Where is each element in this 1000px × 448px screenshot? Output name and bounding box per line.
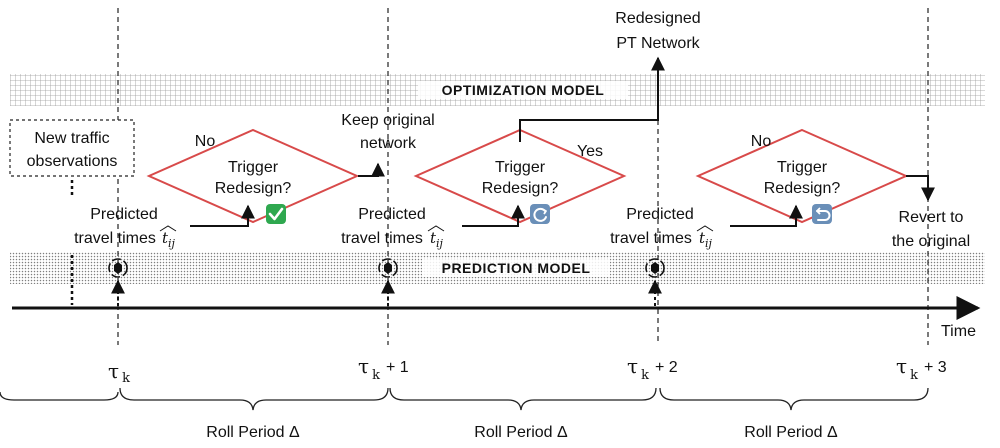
roll-period-labels: Roll Period Δ Roll Period Δ Roll Period … (206, 424, 838, 441)
outcome-redesigned-line1: Redesigned (615, 10, 700, 27)
prediction-label-1: Predicted travel times tij (74, 206, 177, 250)
outcome-redesigned: Redesigned PT Network (615, 10, 700, 52)
decision-2-input-arrow (462, 204, 525, 227)
prediction-label-2: Predicted travel times tij (341, 206, 445, 250)
decision-diamond-3 (695, 128, 909, 224)
outcome-revert-line2: the original (892, 233, 970, 250)
optimization-band-label: OPTIMIZATION MODEL (442, 82, 605, 98)
brace-period-1 (119, 387, 389, 411)
prediction-1-line2: travel times (74, 230, 156, 247)
outcome-keep: Keep original network (341, 112, 434, 152)
prediction-2-line2: travel times (341, 230, 423, 247)
time-axis: Time (12, 296, 981, 340)
decision-2-line1: Trigger (495, 159, 546, 176)
prediction-3-symbol: tij (699, 229, 713, 250)
outcome-redesigned-line2: PT Network (616, 35, 700, 52)
decision-1-line2: Redesign? (215, 180, 292, 197)
observations-line1: New traffic (34, 130, 109, 147)
decision-block-1: Trigger Redesign? No (146, 128, 385, 227)
decision-1-input-arrow (190, 204, 255, 227)
refresh-icon (530, 204, 550, 224)
prediction-3-line1: Predicted (626, 206, 694, 223)
decision-3-line2: Redesign? (764, 180, 841, 197)
decision-2-branch-label: Yes (577, 143, 603, 160)
outcome-revert-line1: Revert to (899, 209, 964, 226)
roll-period-braces (0, 387, 929, 411)
decision-2-yes-arrow (519, 56, 665, 142)
prediction-2-symbol: tij (430, 229, 444, 250)
prediction-1-symbol: tij (162, 229, 176, 250)
observations-box: New traffic observations (9, 119, 135, 305)
outcome-revert: Revert to the original (892, 209, 970, 250)
model-cycle-icon-1 (108, 258, 128, 306)
optimization-band: OPTIMIZATION MODEL (10, 74, 985, 106)
model-cycle-icon-3 (645, 258, 665, 306)
roll-period-label-2: Roll Period Δ (474, 424, 568, 441)
decision-1-line1: Trigger (228, 159, 279, 176)
decision-1-branch-label: No (195, 133, 216, 150)
decision-3-line1: Trigger (777, 159, 828, 176)
decision-1-output-arrow (358, 162, 385, 177)
roll-period-label-3: Roll Period Δ (744, 424, 838, 441)
prediction-band-label: PREDICTION MODEL (442, 260, 591, 276)
prediction-2-hat (427, 225, 445, 232)
prediction-3-line2: travel times (610, 230, 692, 247)
decision-3-branch-label: No (751, 133, 772, 150)
decision-2-line2: Redesign? (482, 180, 559, 197)
prediction-1-hat (159, 225, 177, 232)
outcome-keep-line2: network (360, 135, 417, 152)
outcome-keep-line1: Keep original (341, 112, 434, 129)
prediction-3-hat (696, 225, 714, 232)
brace-period-2 (389, 387, 657, 411)
prediction-band: PREDICTION MODEL (10, 252, 985, 284)
decision-block-2: Trigger Redesign? Yes (413, 56, 665, 227)
decision-diamond-2 (413, 128, 627, 224)
decision-3-output-arrow (906, 175, 935, 202)
roll-period-label-1: Roll Period Δ (206, 424, 300, 441)
observations-line2: observations (27, 153, 118, 170)
prediction-1-line1: Predicted (90, 206, 158, 223)
prediction-label-3: Predicted travel times tij (610, 206, 714, 250)
decision-3-input-arrow (730, 204, 803, 227)
brace-period-3 (659, 387, 929, 411)
time-axis-label: Time (941, 323, 976, 340)
undo-icon (812, 204, 832, 224)
brace-partial (0, 391, 119, 401)
decision-block-3: Trigger Redesign? No (695, 128, 935, 227)
prediction-2-line1: Predicted (358, 206, 426, 223)
model-cycle-icon-2 (378, 258, 398, 306)
check-mark-icon (266, 204, 286, 224)
decision-diamond-1 (146, 128, 360, 224)
